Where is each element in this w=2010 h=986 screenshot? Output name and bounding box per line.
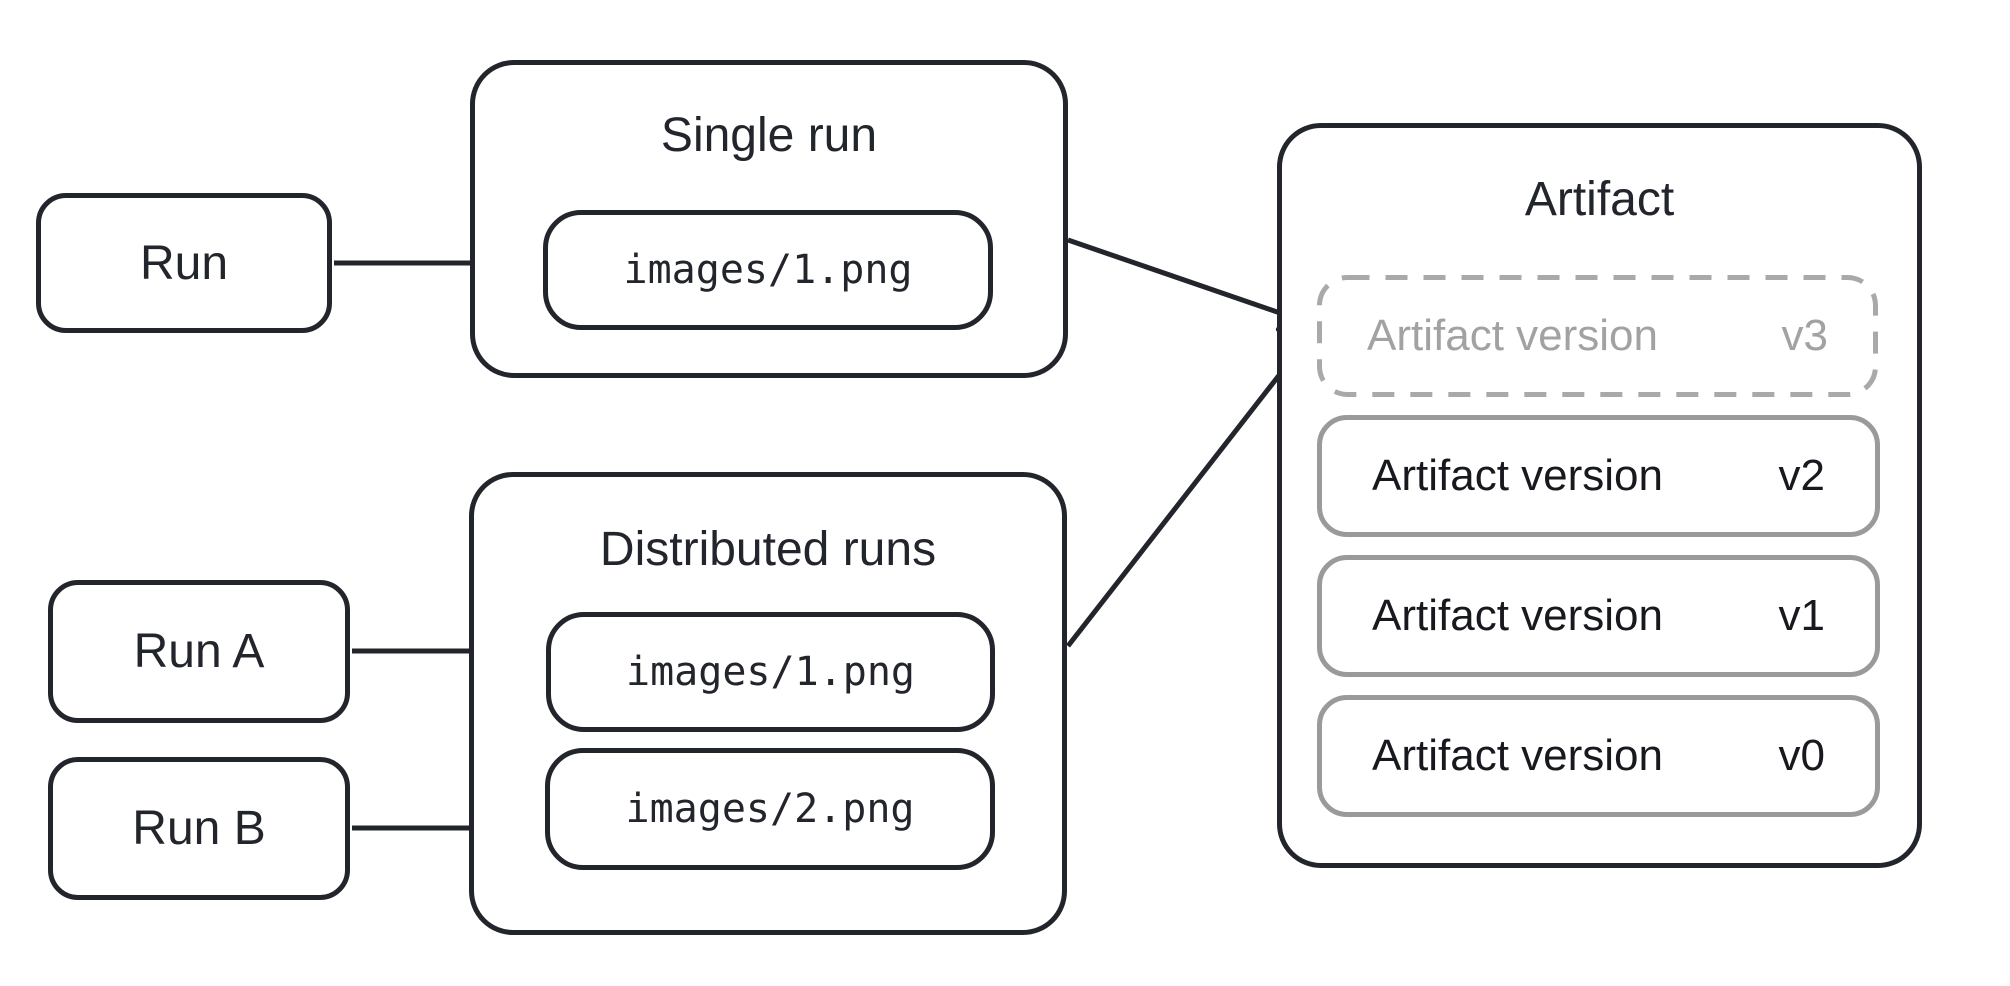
artifact-version-pending-tag: v3 <box>1781 311 1828 360</box>
artifact-version-tag: v2 <box>1778 451 1825 500</box>
artifact-version-tag: v1 <box>1778 591 1825 640</box>
artifact-group-title: Artifact <box>1524 173 1675 226</box>
artifact-version-row-v0: Artifact version v0 <box>1317 695 1880 817</box>
distributed-file-node-2: images/2.png <box>545 748 995 870</box>
single-run-file-node: images/1.png <box>543 210 993 330</box>
artifact-version-label: Artifact version <box>1372 731 1663 780</box>
single-run-group-title: Single run <box>660 109 878 162</box>
artifact-version-tag: v0 <box>1778 731 1825 780</box>
artifact-version-label: Artifact version <box>1372 451 1663 500</box>
artifact-version-label: Artifact version <box>1372 591 1663 640</box>
artifact-version-pending: Artifact version v3 <box>1317 275 1878 397</box>
artifact-version-pending-label: Artifact version <box>1367 311 1658 360</box>
run-node: Run <box>36 193 332 333</box>
distributed-runs-group-title: Distributed runs <box>599 523 937 576</box>
run-a-node-label: Run A <box>133 625 265 678</box>
run-a-node: Run A <box>48 580 350 723</box>
arrow-distributed-to-artifact <box>1066 330 1315 648</box>
run-b-node-label: Run B <box>132 802 266 855</box>
run-b-node: Run B <box>48 757 350 900</box>
artifact-version-row-v1: Artifact version v1 <box>1317 555 1880 677</box>
arrow-single-run-to-artifact <box>1067 237 1315 332</box>
run-node-label: Run <box>139 236 229 290</box>
artifact-version-row-v2: Artifact version v2 <box>1317 415 1880 537</box>
distributed-file-node-1: images/1.png <box>546 612 995 732</box>
